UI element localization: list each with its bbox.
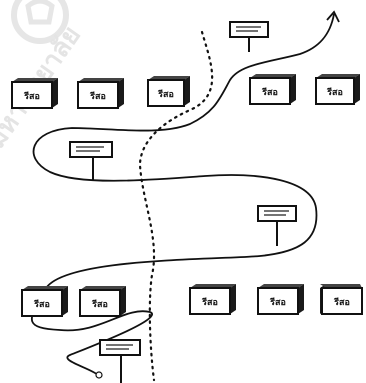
- box-9: รีสอ: [257, 284, 304, 315]
- box-1: รีสอ: [11, 78, 58, 109]
- road-path: [30, 13, 335, 376]
- sign-3: [257, 205, 297, 246]
- box-5: รีสอ: [315, 74, 360, 105]
- box-6-label: รีสอ: [33, 299, 50, 310]
- box-6: รีสอ: [21, 286, 68, 317]
- box-3-label: รีสอ: [157, 89, 174, 100]
- sign-4: [99, 339, 141, 383]
- box-7: รีสอ: [79, 286, 126, 317]
- box-3: รีสอ: [147, 76, 190, 107]
- box-9-label: รีสอ: [269, 297, 286, 308]
- box-1-label: รีสอ: [23, 91, 40, 102]
- box-5-label: รีสอ: [326, 87, 343, 98]
- start-point-marker: [95, 371, 103, 379]
- road-arrow-head: [326, 10, 340, 23]
- box-8-label: รีสอ: [201, 297, 218, 308]
- box-2: รีสอ: [77, 78, 124, 109]
- box-4: รีสอ: [249, 74, 296, 105]
- dotted-walking-path: [138, 30, 214, 382]
- box-10-label: รีสอ: [333, 297, 350, 308]
- sign-2: [69, 141, 113, 180]
- box-10: รีสอ: [320, 284, 363, 315]
- sign-1: [229, 21, 269, 52]
- watermark-seal: มหาวิทยาลัย: [0, 0, 87, 154]
- box-8: รีสอ: [189, 284, 236, 315]
- box-4-label: รีสอ: [261, 87, 278, 98]
- box-7-label: รีสอ: [91, 299, 108, 310]
- box-2-label: รีสอ: [89, 91, 106, 102]
